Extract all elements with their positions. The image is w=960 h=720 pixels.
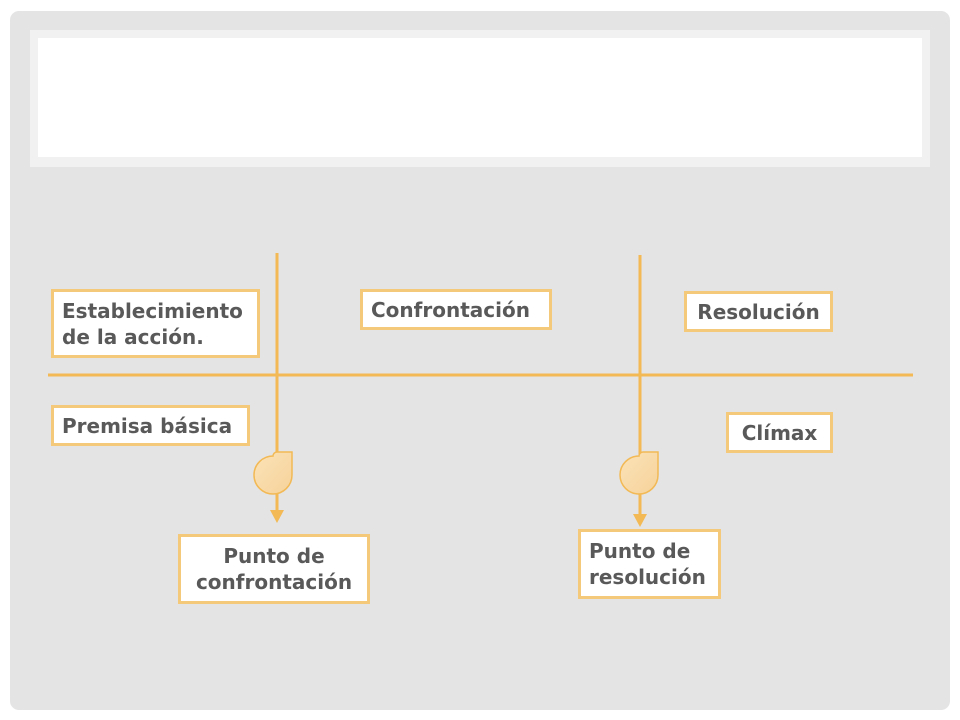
title-placeholder[interactable] — [38, 38, 922, 157]
box-resolucion: Resolución — [684, 291, 833, 332]
arrow-left-head — [270, 510, 284, 523]
label-resolucion: Resolución — [697, 299, 820, 324]
label-punto-confrontacion: Punto de confrontación — [195, 544, 353, 594]
label-climax: Clímax — [741, 420, 818, 445]
label-establecimiento: Establecimiento de la acción. — [62, 298, 243, 349]
plot-point-resolution-icon — [619, 451, 659, 495]
label-punto-resolucion: Punto de resolución — [589, 539, 706, 589]
label-premisa: Premisa básica — [62, 413, 233, 438]
plot-point-confrontation-icon — [253, 451, 293, 495]
box-punto-confrontacion: Punto de confrontación — [178, 534, 370, 604]
label-confrontacion: Confrontación — [371, 297, 530, 322]
box-premisa: Premisa básica — [51, 405, 250, 446]
arrow-right-head — [633, 514, 647, 527]
box-confrontacion: Confrontación — [360, 289, 552, 330]
box-climax: Clímax — [726, 412, 833, 453]
box-punto-resolucion: Punto de resolución — [578, 529, 721, 599]
box-establecimiento: Establecimiento de la acción. — [51, 289, 260, 358]
